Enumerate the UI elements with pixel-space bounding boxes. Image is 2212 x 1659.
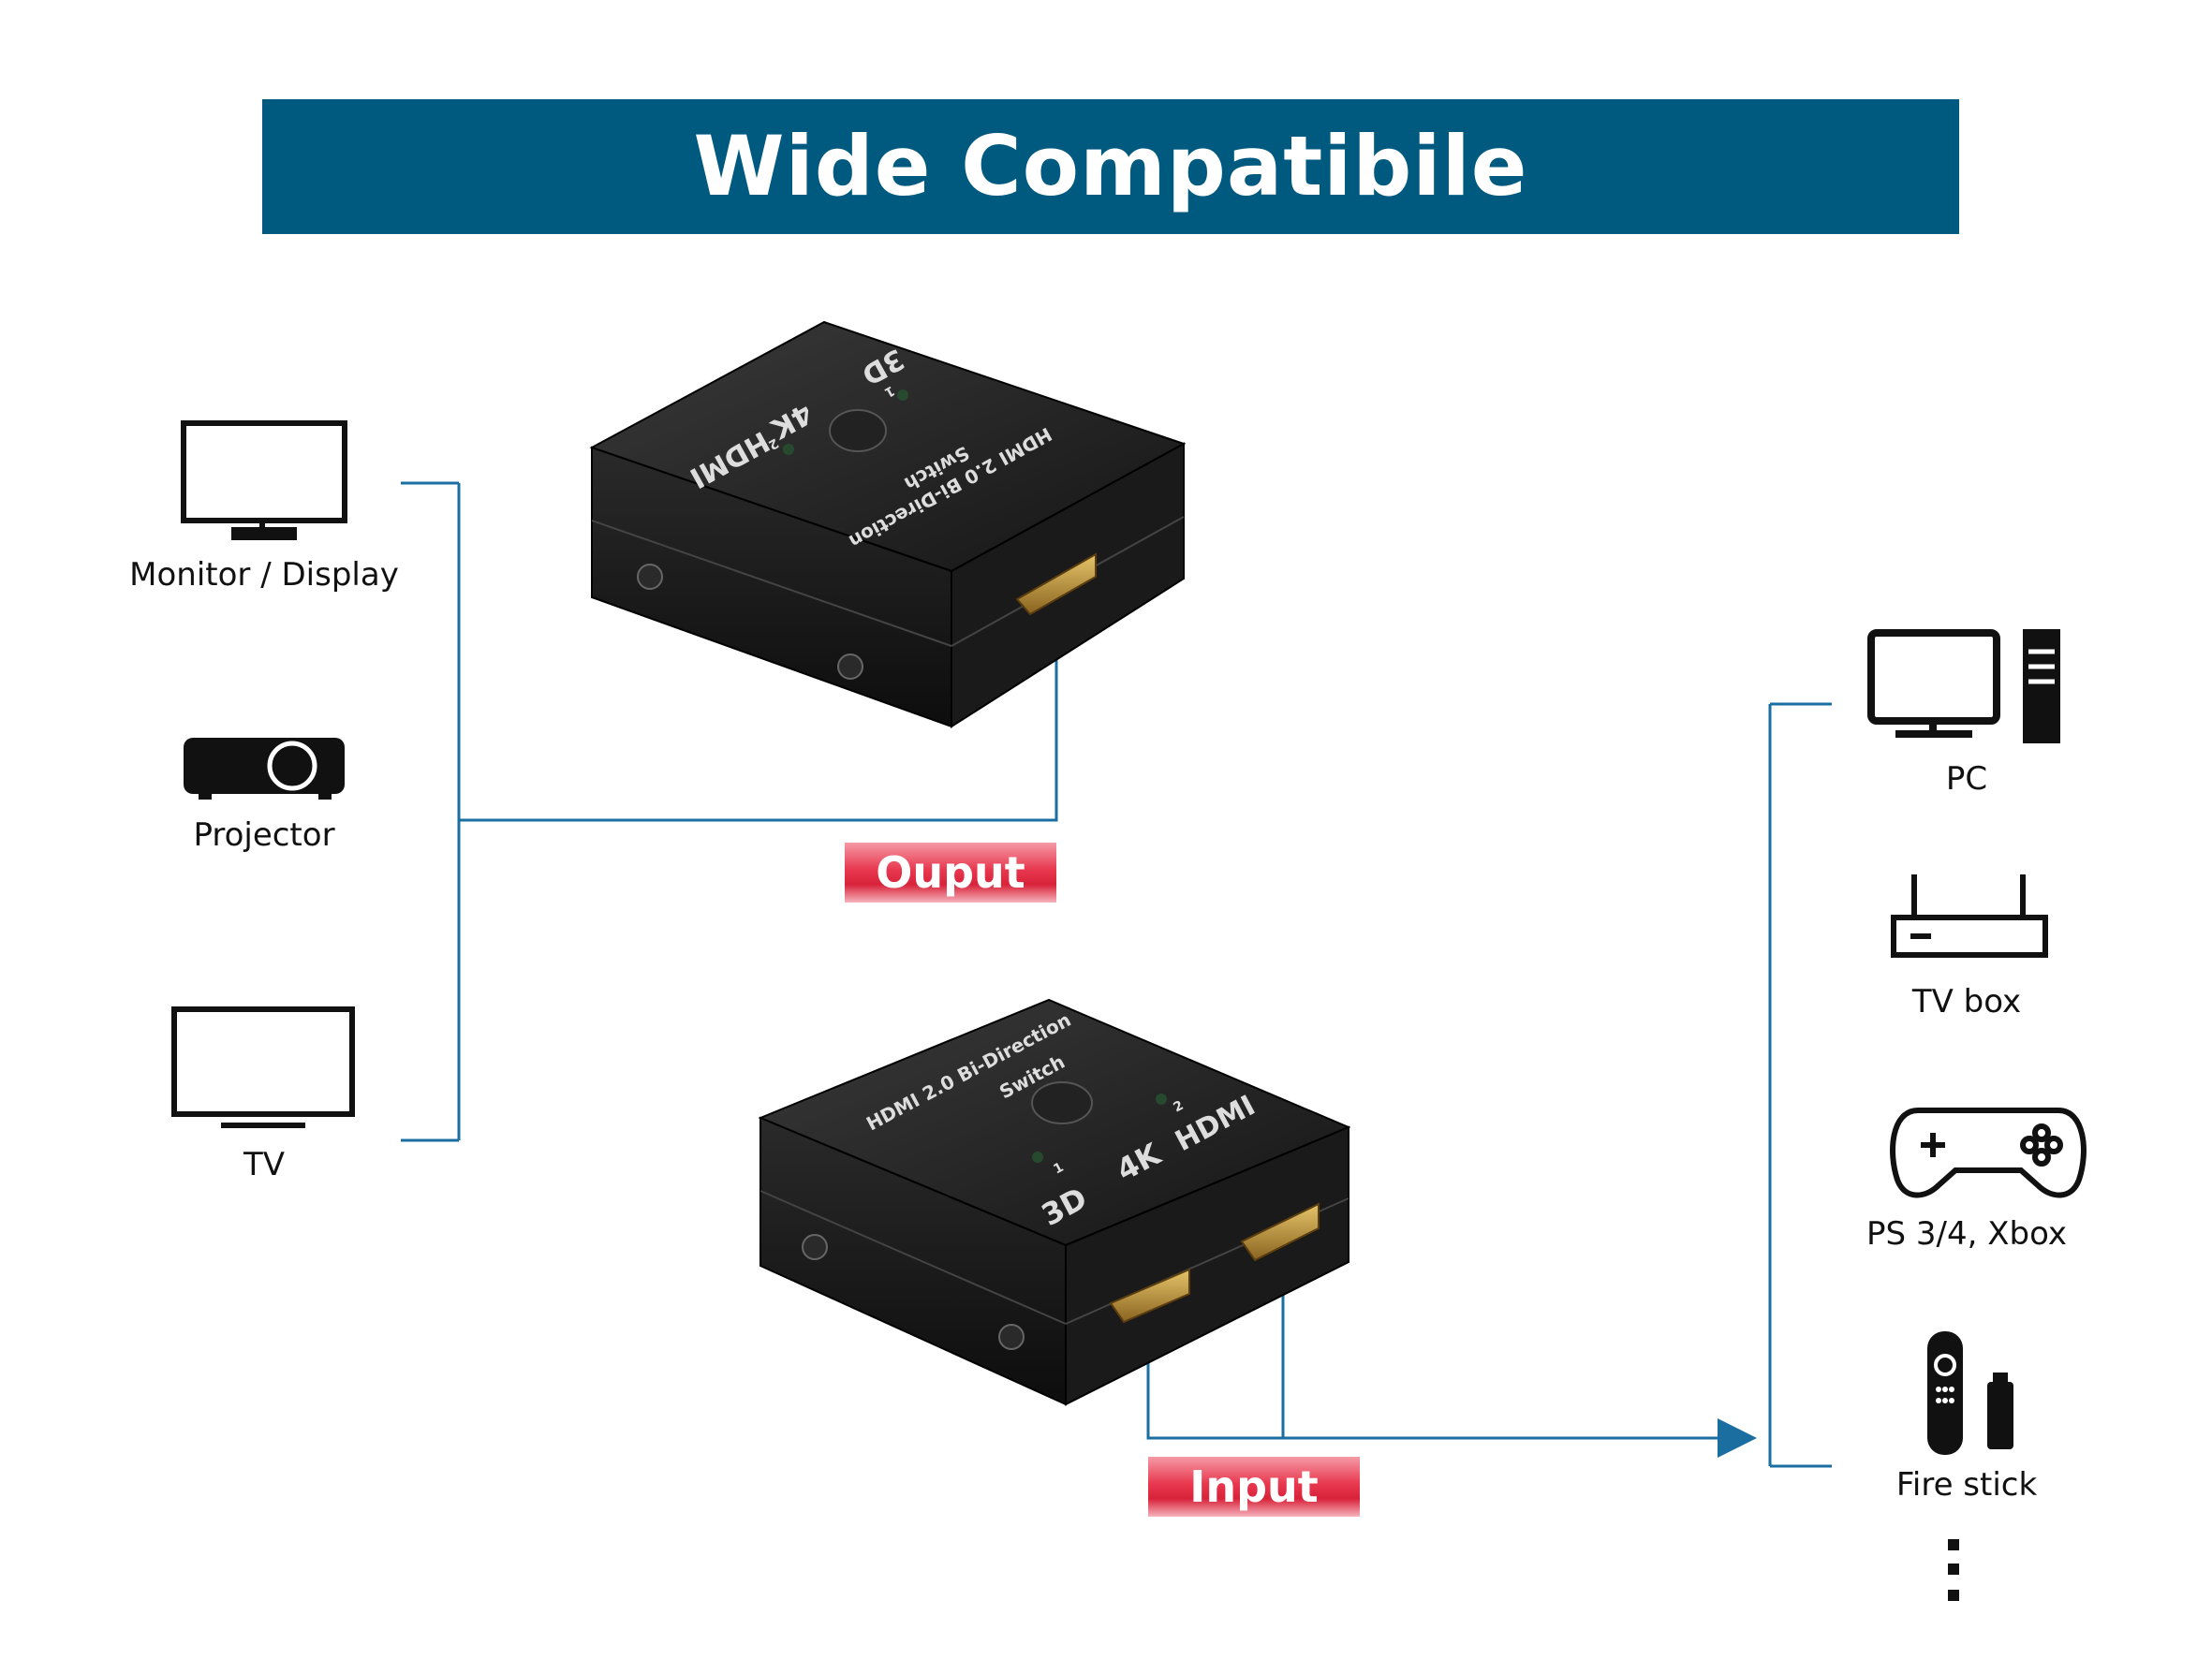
display-label-tv: TV [243,1146,286,1183]
output-tag: Ouput [845,843,1056,903]
source-label-tv-box: TV box [1911,983,2022,1020]
display-label-monitor: Monitor / Display [129,556,399,594]
source-label-fire-stick: Fire stick [1895,1466,2038,1504]
page-title: Wide Compatibile [693,118,1528,214]
monitor-icon [181,420,347,540]
fire-stick-icon [1927,1331,2013,1455]
tv-box-icon [1891,874,2048,958]
display-bracket [401,481,1058,1142]
input-tag: Input [1148,1457,1360,1517]
display-label-projector: Projector [193,816,335,854]
switch-top [589,320,1187,728]
source-label-pc: PC [1945,760,1988,798]
pc-icon [1867,629,2060,743]
more-dots-icon [1948,1539,1959,1601]
switch-bottom [758,998,1351,1406]
gamepad-icon [1890,1108,2087,1198]
projector-icon [184,738,345,800]
source-label-gamepad: PS 3/4, Xbox [1866,1215,2067,1253]
title-banner: Wide Compatibile [262,99,1959,234]
tv-icon [171,1006,355,1128]
